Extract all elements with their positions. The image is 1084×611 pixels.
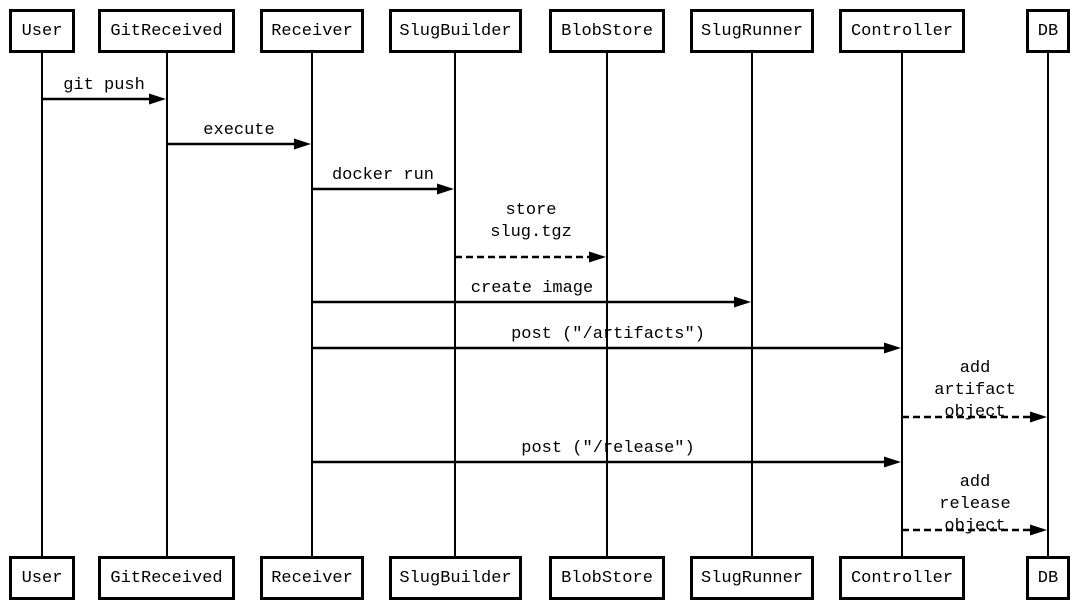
message-arrow-git-push-head bbox=[149, 93, 166, 105]
actor-box-slugbuilder-bottom: SlugBuilder bbox=[389, 556, 522, 600]
message-label-create-image: create image bbox=[470, 279, 594, 298]
message-label-add-artifact-object: add artifact object bbox=[934, 359, 1016, 422]
actor-box-blobstore-bottom: BlobStore bbox=[549, 556, 665, 600]
actor-box-receiver-bottom: Receiver bbox=[260, 556, 364, 600]
message-arrow-docker-run-head bbox=[437, 183, 454, 195]
actor-box-user-bottom: User bbox=[9, 556, 75, 600]
actor-box-db-bottom: DB bbox=[1026, 556, 1070, 600]
actor-box-slugbuilder-top: SlugBuilder bbox=[389, 9, 522, 53]
message-arrow-add-artifact-object-head bbox=[1030, 411, 1047, 423]
actor-box-gitreceived-bottom: GitReceived bbox=[98, 556, 235, 600]
message-arrow-execute-head bbox=[294, 138, 311, 150]
message-arrow-post-release-head bbox=[884, 456, 901, 468]
actor-box-blobstore-top: BlobStore bbox=[549, 9, 665, 53]
message-arrow-add-release-object-head bbox=[1030, 524, 1047, 536]
actor-box-controller-bottom: Controller bbox=[839, 556, 965, 600]
message-label-add-release-object: add release object bbox=[939, 473, 1011, 536]
message-label-docker-run: docker run bbox=[331, 166, 435, 185]
message-arrow-store-slug-tgz-head bbox=[589, 251, 606, 263]
message-label-post-artifacts: post (″/artifacts″) bbox=[511, 325, 705, 344]
message-arrow-create-image-head bbox=[734, 296, 751, 308]
actor-box-user-top: User bbox=[9, 9, 75, 53]
actor-box-receiver-top: Receiver bbox=[260, 9, 364, 53]
actor-box-slugrunner-top: SlugRunner bbox=[690, 9, 814, 53]
message-label-git-push: git push bbox=[63, 76, 145, 95]
message-arrow-post-artifacts-head bbox=[884, 342, 901, 354]
message-label-execute: execute bbox=[203, 121, 275, 140]
actor-box-slugrunner-bottom: SlugRunner bbox=[690, 556, 814, 600]
actor-box-gitreceived-top: GitReceived bbox=[98, 9, 235, 53]
message-label-post-release: post (″/release″) bbox=[521, 439, 695, 458]
message-label-store-slug-tgz: store slug.tgz bbox=[490, 201, 572, 242]
actor-box-db-top: DB bbox=[1026, 9, 1070, 53]
actor-box-controller-top: Controller bbox=[839, 9, 965, 53]
